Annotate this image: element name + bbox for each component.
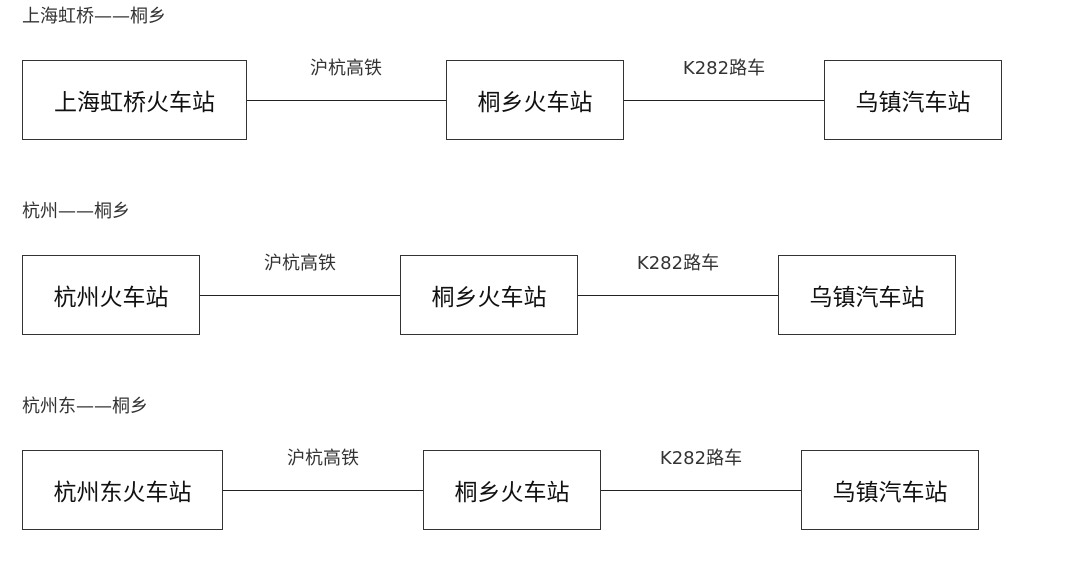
route-hangzhou-east: 杭州东——桐乡 杭州东火车站 沪杭高铁 桐乡火车站 K282路车 乌镇汽车站	[0, 394, 1080, 574]
connector-label: K282路车	[682, 58, 766, 79]
connector-line	[601, 490, 801, 491]
station-node: 杭州东火车站	[22, 450, 223, 530]
connector-label: K282路车	[636, 253, 720, 274]
connector-label: 沪杭高铁	[287, 448, 359, 469]
route-hangzhou: 杭州——桐乡 杭州火车站 沪杭高铁 桐乡火车站 K282路车 乌镇汽车站	[0, 199, 1080, 379]
connector-line	[624, 100, 824, 101]
connector-line	[578, 295, 778, 296]
station-node: 乌镇汽车站	[801, 450, 979, 530]
station-node: 桐乡火车站	[423, 450, 601, 530]
station-node: 乌镇汽车站	[778, 255, 956, 335]
connector-line	[200, 295, 400, 296]
connector-label: 沪杭高铁	[264, 253, 336, 274]
route-title: 杭州东——桐乡	[22, 396, 148, 417]
connector-label: K282路车	[659, 448, 743, 469]
route-title: 上海虹桥——桐乡	[22, 6, 166, 27]
station-node: 桐乡火车站	[400, 255, 578, 335]
station-node: 杭州火车站	[22, 255, 200, 335]
station-node: 上海虹桥火车站	[22, 60, 247, 140]
route-shanghai-hongqiao: 上海虹桥——桐乡 上海虹桥火车站 沪杭高铁 桐乡火车站 K282路车 乌镇汽车站	[0, 4, 1080, 184]
connector-line	[223, 490, 423, 491]
route-title: 杭州——桐乡	[22, 201, 130, 222]
connector-label: 沪杭高铁	[310, 58, 382, 79]
station-node: 桐乡火车站	[446, 60, 624, 140]
connector-line	[247, 100, 446, 101]
station-node: 乌镇汽车站	[824, 60, 1002, 140]
